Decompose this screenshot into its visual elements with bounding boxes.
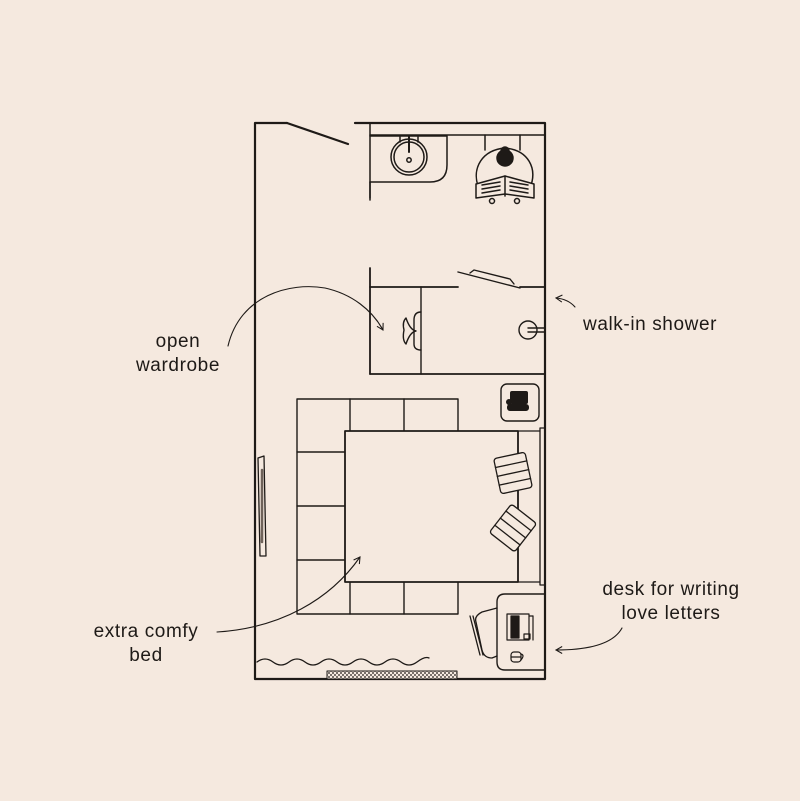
radiator (326, 670, 458, 680)
hanger-icon (402, 311, 422, 351)
sink-icon (390, 135, 428, 176)
annotation-desk: desk for writing love letters (580, 578, 762, 626)
entry-door (285, 121, 350, 146)
annotation-line: open (155, 331, 201, 352)
chair-icon (469, 607, 498, 659)
desk (496, 593, 546, 671)
annotation-open-wardrobe: open wardrobe (118, 330, 238, 378)
pillow-icon (489, 504, 537, 552)
nightstand (500, 383, 540, 422)
mug-icon (510, 651, 524, 663)
partition-wall (369, 267, 546, 375)
curtain (256, 656, 430, 666)
bathroom (369, 122, 546, 205)
shower-head-icon (518, 320, 546, 340)
telephone-icon (506, 391, 529, 411)
wardrobe-arrow (227, 286, 384, 347)
shower-door (457, 269, 521, 289)
annotation-line: bed (129, 645, 163, 666)
annotation-walk-in-shower: walk-in shower (583, 313, 758, 337)
annotation-line: extra comfy (93, 621, 199, 642)
annotation-line: love letters (621, 603, 721, 624)
annotation-line: walk-in shower (583, 314, 718, 335)
annotation-line: desk for writing (602, 579, 740, 600)
laptop-icon (506, 613, 534, 641)
annotation-extra-comfy-bed: extra comfy bed (72, 620, 220, 668)
window-left (257, 455, 267, 557)
pillow-icon (493, 451, 533, 495)
desk-arrow (554, 627, 623, 654)
shower-arrow (554, 294, 576, 308)
person-reading-icon (475, 146, 535, 205)
bed (344, 427, 546, 586)
annotation-line: wardrobe (135, 355, 220, 376)
bed-arrow (216, 556, 361, 633)
